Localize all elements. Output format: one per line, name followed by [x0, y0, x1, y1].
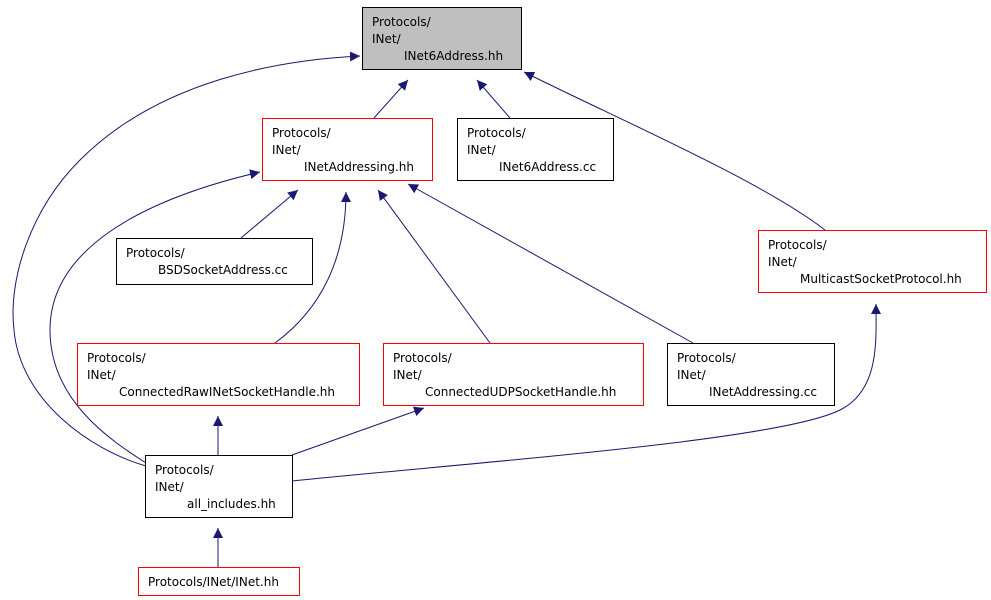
edge-all-includes-hh-to-multicastsocketprotocol-hh	[291, 303, 882, 482]
nodes: Protocols/INet/INet6Address.hhProtocols/…	[77, 7, 987, 596]
node-label-line: ConnectedRawINetSocketHandle.hh	[119, 385, 335, 399]
node-inet-hh[interactable]: Protocols/INet/INet.hh	[138, 567, 300, 596]
node-label-line: ConnectedUDPSocketHandle.hh	[425, 385, 616, 399]
node-box	[667, 343, 835, 406]
node-label-line: Protocols/	[372, 15, 432, 29]
edge-inet6address-cc-to-inet6address-hh	[476, 79, 511, 119]
node-box	[758, 230, 987, 293]
node-label-line: Protocols/	[677, 351, 737, 365]
node-box	[362, 7, 522, 70]
edge-connectedudpsockethandle-hh-to-inetaddressing-hh	[377, 189, 491, 344]
node-box	[383, 343, 644, 406]
node-label-line: Protocols/	[272, 126, 332, 140]
node-label-line: MulticastSocketProtocol.hh	[800, 272, 962, 286]
node-label-line: INet/	[87, 368, 117, 382]
node-box	[77, 343, 360, 406]
node-label-line: INet/	[155, 480, 185, 494]
node-label-line: BSDSocketAddress.cc	[158, 263, 288, 277]
node-label-line: Protocols/	[126, 246, 186, 260]
node-inet6address-hh[interactable]: Protocols/INet/INet6Address.hh	[362, 7, 522, 70]
node-label-line: INet/	[467, 143, 497, 157]
node-label-line: Protocols/	[393, 351, 453, 365]
node-box	[145, 455, 293, 518]
edge-multicastsocketprotocol-hh-to-inet6address-hh	[523, 71, 826, 231]
node-label-line: Protocols/INet/INet.hh	[148, 575, 279, 589]
edge-all-includes-hh-to-inet6address-hh	[12, 51, 361, 467]
node-label-line: INetAddressing.hh	[304, 160, 414, 174]
node-multicastsocketprotocol-hh[interactable]: Protocols/INet/MulticastSocketProtocol.h…	[758, 230, 987, 293]
node-bsdsocketaddress-cc[interactable]: Protocols/BSDSocketAddress.cc	[116, 238, 313, 285]
node-connectedrawinetsockethandle-hh[interactable]: Protocols/INet/ConnectedRawINetSocketHan…	[77, 343, 360, 406]
node-label-line: Protocols/	[155, 463, 215, 477]
edge-all-includes-hh-to-connectedudpsockethandle-hh	[291, 406, 425, 456]
edges	[12, 51, 882, 567]
node-inetaddressing-hh[interactable]: Protocols/INet/INetAddressing.hh	[262, 118, 433, 181]
node-label-line: INet6Address.hh	[404, 49, 503, 63]
node-label-line: INet6Address.cc	[499, 160, 596, 174]
node-label-line: Protocols/	[467, 126, 527, 140]
node-label-line: INetAddressing.cc	[709, 385, 817, 399]
node-label-line: Protocols/	[768, 238, 828, 252]
node-inet6address-cc[interactable]: Protocols/INet/INet6Address.cc	[457, 118, 614, 181]
node-label-line: INet/	[677, 368, 707, 382]
edge-all-includes-hh-to-inetaddressing-hh	[49, 169, 261, 464]
edge-inetaddressing-cc-to-inetaddressing-hh	[407, 183, 694, 344]
node-box	[457, 118, 614, 181]
node-label-line: INet/	[272, 143, 302, 157]
node-label-line: all_includes.hh	[187, 497, 276, 511]
node-inetaddressing-cc[interactable]: Protocols/INet/INetAddressing.cc	[667, 343, 835, 406]
node-box	[138, 567, 300, 596]
node-label-line: Protocols/	[87, 351, 147, 365]
node-label-line: INet/	[393, 368, 423, 382]
edge-connectedrawinetsockethandle-hh-to-inetaddressing-hh	[274, 191, 351, 344]
node-all-includes-hh[interactable]: Protocols/INet/all_includes.hh	[145, 455, 293, 518]
edge-inetaddressing-hh-to-inet6address-hh	[373, 79, 409, 119]
edge-bsdsocketaddress-cc-to-inetaddressing-hh	[240, 189, 299, 239]
node-box	[116, 238, 313, 285]
node-box	[262, 118, 433, 181]
node-label-line: INet/	[372, 32, 402, 46]
node-connectedudpsockethandle-hh[interactable]: Protocols/INet/ConnectedUDPSocketHandle.…	[383, 343, 644, 406]
node-label-line: INet/	[768, 255, 798, 269]
